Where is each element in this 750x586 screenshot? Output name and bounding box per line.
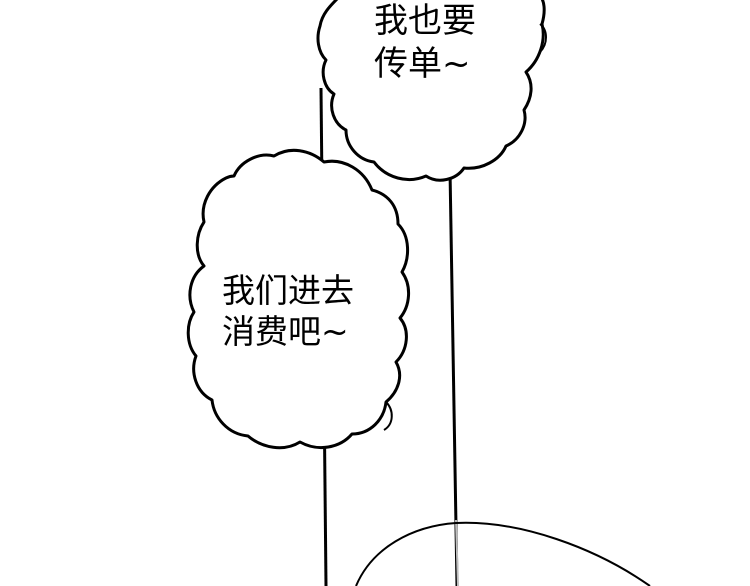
character-head-outline: [355, 521, 651, 586]
speech-bubble-top: [316, 0, 546, 182]
bubble-middle-line-1: 我们进去: [222, 271, 354, 310]
bubble-middle-bump: [383, 401, 393, 431]
bubble-middle-text: 我们进去 消费吧~: [222, 270, 354, 353]
bubble-top-text: 我也要 传单~: [374, 0, 476, 85]
right-pole-highlight: [455, 519, 459, 586]
bubble-top-line-2: 传单~: [374, 43, 471, 84]
bubble-top-bump: [539, 23, 547, 53]
bubble-top-line-1: 我也要: [374, 1, 476, 41]
bubble-middle-line-2: 消费吧~: [222, 312, 349, 352]
right-pole: [448, 169, 459, 586]
